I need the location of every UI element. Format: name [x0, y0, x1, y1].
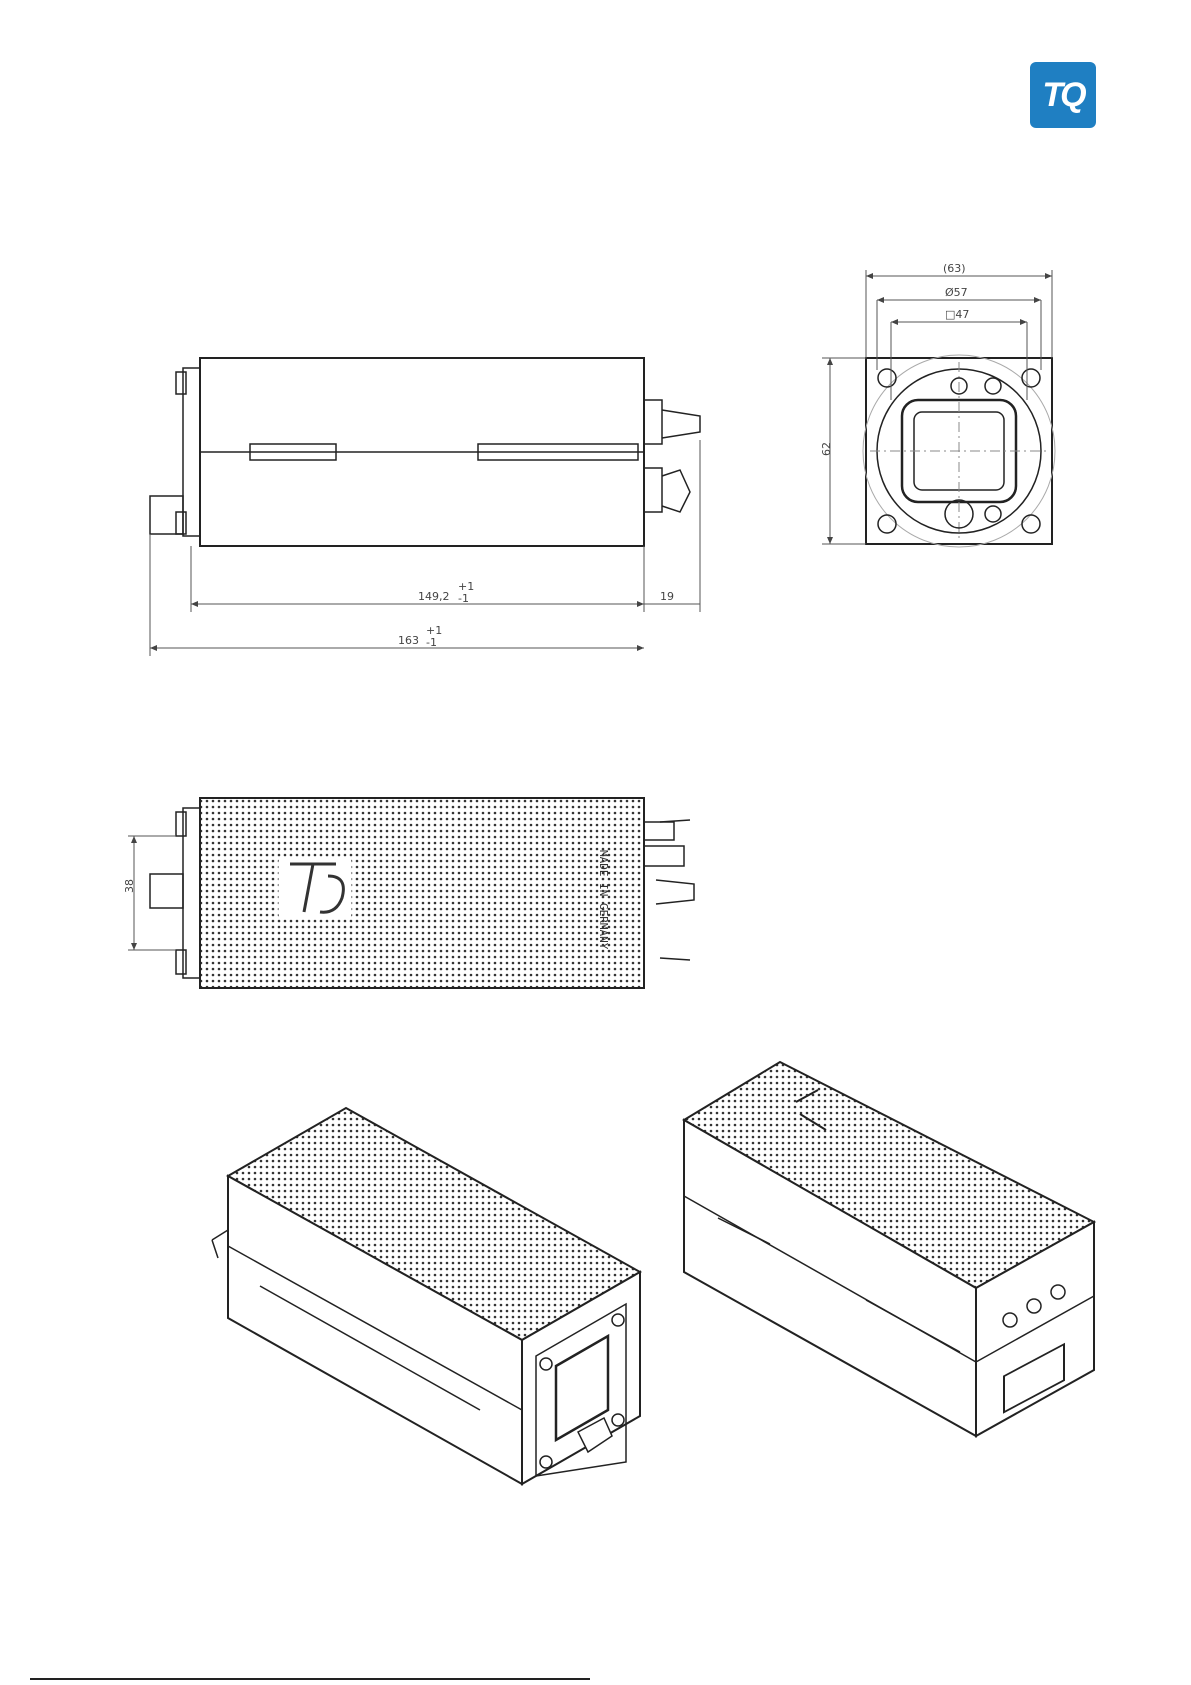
top-pressure-port [656, 880, 694, 904]
pressure-port-upper [662, 410, 700, 438]
side-view [150, 358, 700, 546]
dim-display-square: □47 [945, 308, 969, 321]
side-dimensions [150, 440, 700, 656]
dim-length-main-tol-lower: -1 [458, 592, 469, 605]
isometric-view-front [212, 1108, 640, 1484]
dim-height: 62 [820, 442, 833, 456]
footer-rule [30, 1678, 590, 1680]
side-knob [150, 496, 183, 534]
top-view: MADE IN GERMANY [150, 798, 694, 988]
dim-length-total: 163 [398, 634, 419, 647]
isometric-view-rear [684, 1062, 1094, 1436]
dim-bezel-diameter: Ø57 [945, 286, 968, 299]
tq-emblem-icon [280, 858, 350, 918]
screw-top-right [1022, 369, 1040, 387]
dim-outer-width: (63) [943, 262, 966, 275]
top-knob [150, 874, 183, 908]
dim-top-width: 38 [123, 879, 136, 893]
screw-bottom-left [878, 515, 896, 533]
dim-length-main: 149,2 [418, 590, 450, 603]
screw-top-left [878, 369, 896, 387]
front-view [863, 355, 1055, 547]
dim-length-rear: 19 [660, 590, 674, 603]
dim-length-total-tol-lower: -1 [426, 636, 437, 649]
top-housing [200, 798, 644, 988]
svg-text:MADE IN GERMANY: MADE IN GERMANY [597, 850, 610, 950]
screw-bottom-right [1022, 515, 1040, 533]
pressure-port-lower [662, 470, 690, 512]
